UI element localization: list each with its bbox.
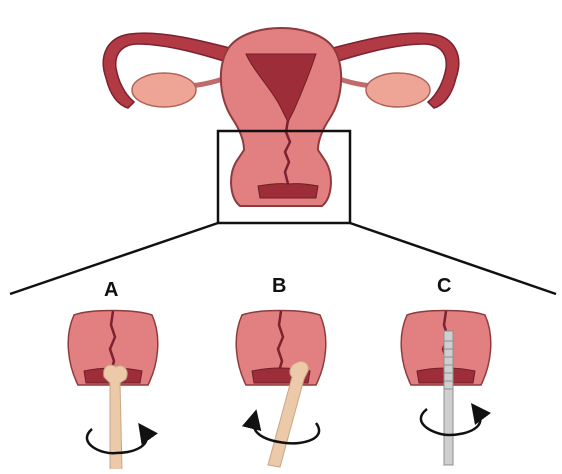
panel-a [68,311,158,470]
zoom-line-right [350,223,556,294]
uterus-illustration [103,28,458,206]
left-ovary [132,73,196,107]
panel-label-b: B [272,275,286,298]
cytobrush-c [444,331,453,465]
external-os [258,184,318,198]
panel-b [236,311,326,468]
panel-c [401,311,491,466]
right-ovary [366,73,430,107]
panel-label-c: C [437,275,451,298]
panel-label-a: A [104,279,118,302]
